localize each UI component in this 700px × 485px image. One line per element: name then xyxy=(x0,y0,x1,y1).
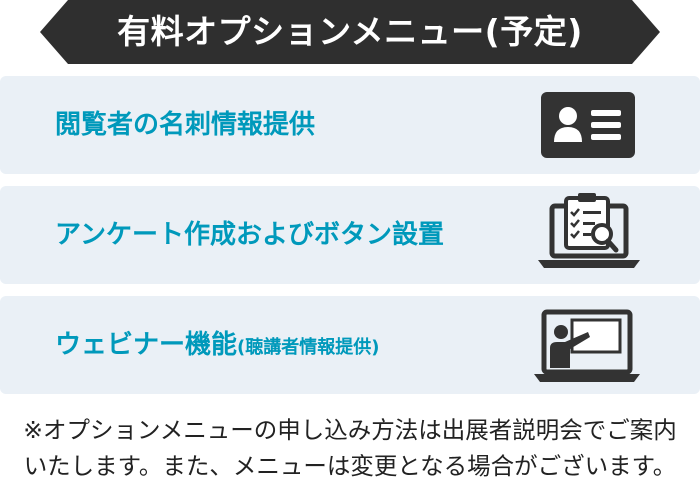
option-label-text: ウェビナー機能 xyxy=(55,330,238,360)
option-label: ウェビナー機能(聴講者情報提供) xyxy=(55,296,379,394)
business-card-icon xyxy=(535,82,645,168)
footer-note: ※オプションメニューの申し込み方法は出展者説明会でご案内 いたします。また、メニ… xyxy=(0,412,700,484)
option-label: 閲覧者の名刺情報提供 xyxy=(55,76,315,174)
page-title-banner: 有料オプションメニュー(予定) xyxy=(40,0,660,64)
option-card-business-card: 閲覧者の名刺情報提供 xyxy=(0,76,700,174)
laptop-survey-icon xyxy=(532,192,642,278)
page-title: 有料オプションメニュー(予定) xyxy=(117,12,583,51)
footer-note-line: いたします。また、メニューは変更となる場合がございます。 xyxy=(23,452,677,480)
webinar-presenter-icon xyxy=(530,302,640,388)
option-card-survey: アンケート作成およびボタン設置 xyxy=(0,186,700,284)
footer-note-line: ※オプションメニューの申し込み方法は出展者説明会でご案内 xyxy=(23,416,677,444)
option-label-text: 閲覧者の名刺情報提供 xyxy=(55,110,316,140)
banner-shape xyxy=(40,0,660,64)
option-label-text: アンケート作成およびボタン設置 xyxy=(55,220,444,250)
option-label: アンケート作成およびボタン設置 xyxy=(55,186,444,284)
option-card-webinar: ウェビナー機能(聴講者情報提供) xyxy=(0,296,700,394)
option-note: (聴講者情報提供) xyxy=(237,337,380,358)
